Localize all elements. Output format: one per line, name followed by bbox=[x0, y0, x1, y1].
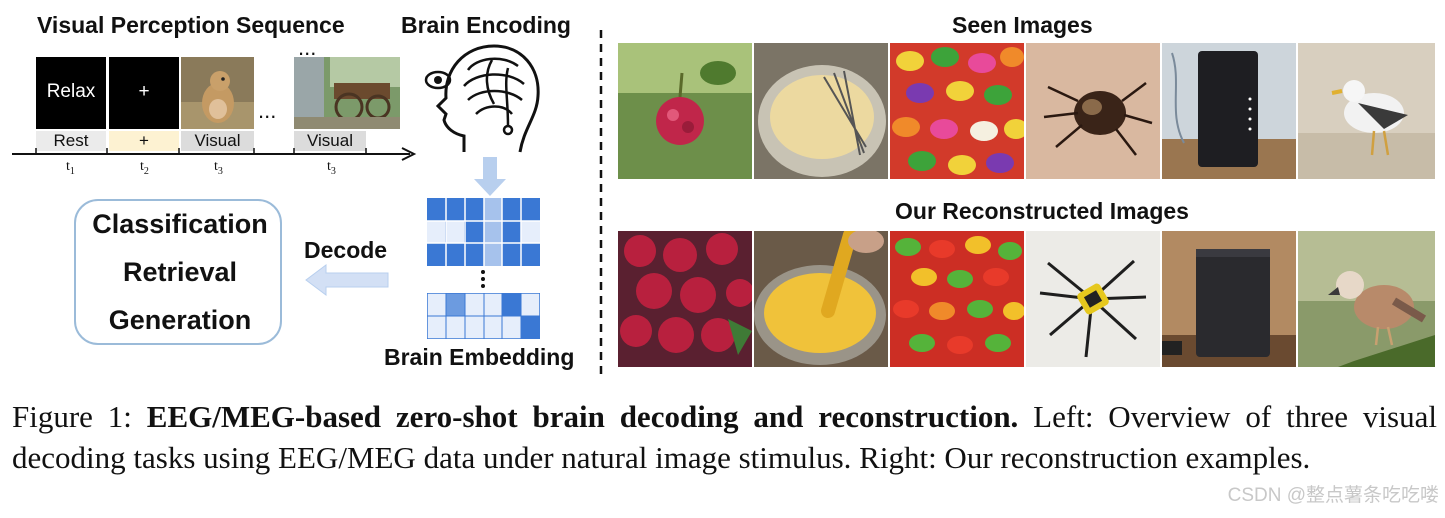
sequence-ellipsis-top: ... bbox=[298, 35, 317, 60]
tick-t3: t3 bbox=[214, 159, 223, 177]
caption-bold: EEG/MEG-based zero-shot brain decoding a… bbox=[146, 399, 1019, 434]
encode-arrow-icon bbox=[474, 157, 506, 196]
caption-rest: Left: Overview of three visual decoding … bbox=[12, 399, 1437, 475]
seen-image-gull bbox=[1298, 43, 1435, 179]
reconstructed-image-candies bbox=[890, 231, 1024, 367]
relax-text: Relax bbox=[46, 81, 96, 102]
reconstructed-images-title: Our Reconstructed Images bbox=[895, 198, 1189, 224]
reconstructed-image-spider bbox=[1026, 231, 1160, 367]
relax-frame: Relax bbox=[36, 57, 106, 129]
stimulus-image-2 bbox=[294, 57, 400, 129]
brain-embedding-grid-2 bbox=[427, 293, 540, 339]
task-generation: Generation bbox=[108, 305, 252, 335]
reconstructed-image-computer bbox=[1162, 231, 1296, 367]
embedding-title: Brain Embedding bbox=[384, 344, 575, 370]
decoding-tasks-box: Classification Retrieval Generation bbox=[74, 199, 282, 345]
stage-label-visual-1: Visual bbox=[181, 131, 254, 151]
tick-t3-second: t3 bbox=[327, 159, 336, 177]
stage-label-rest: Rest bbox=[36, 131, 106, 151]
brain-head-icon bbox=[424, 44, 540, 153]
decode-arrow-icon bbox=[305, 264, 389, 296]
watermark: CSDN @整点薯条吃吃喽 bbox=[1227, 485, 1439, 506]
seen-image-jellybeans bbox=[890, 43, 1024, 179]
seen-image-tick bbox=[1026, 43, 1160, 179]
seen-image-raspberry bbox=[618, 43, 752, 179]
tick-t2: t2 bbox=[140, 159, 149, 177]
stimulus-image-1 bbox=[181, 57, 254, 129]
figure-caption: Figure 1: EEG/MEG-based zero-shot brain … bbox=[12, 396, 1437, 478]
seen-image-whisk bbox=[754, 43, 888, 179]
caption-lead: Figure 1: bbox=[12, 399, 147, 434]
task-classification: Classification bbox=[92, 209, 268, 239]
reconstructed-image-bird bbox=[1298, 231, 1435, 367]
sequence-ellipsis: ... bbox=[258, 98, 277, 123]
task-retrieval: Retrieval bbox=[122, 257, 238, 287]
seen-images-title: Seen Images bbox=[952, 12, 1093, 38]
reconstructed-image-raspberry bbox=[618, 231, 752, 367]
fixation-cross: + bbox=[138, 81, 150, 102]
fixation-frame: + bbox=[109, 57, 179, 129]
stage-label-visual-2: Visual bbox=[294, 131, 366, 151]
brain-embedding-grid-1 bbox=[427, 198, 540, 266]
vertical-ellipsis-icon bbox=[481, 270, 485, 288]
encoding-title: Brain Encoding bbox=[401, 12, 571, 38]
timeline-axis bbox=[12, 147, 417, 161]
sequence-title: Visual Perception Sequence bbox=[37, 12, 345, 38]
seen-image-router bbox=[1162, 43, 1296, 179]
decode-label: Decode bbox=[304, 237, 388, 263]
reconstructed-image-custard bbox=[754, 231, 888, 367]
panel-divider bbox=[599, 30, 603, 376]
tick-t1: t1 bbox=[66, 159, 75, 177]
stage-label-fixation: + bbox=[109, 131, 179, 151]
